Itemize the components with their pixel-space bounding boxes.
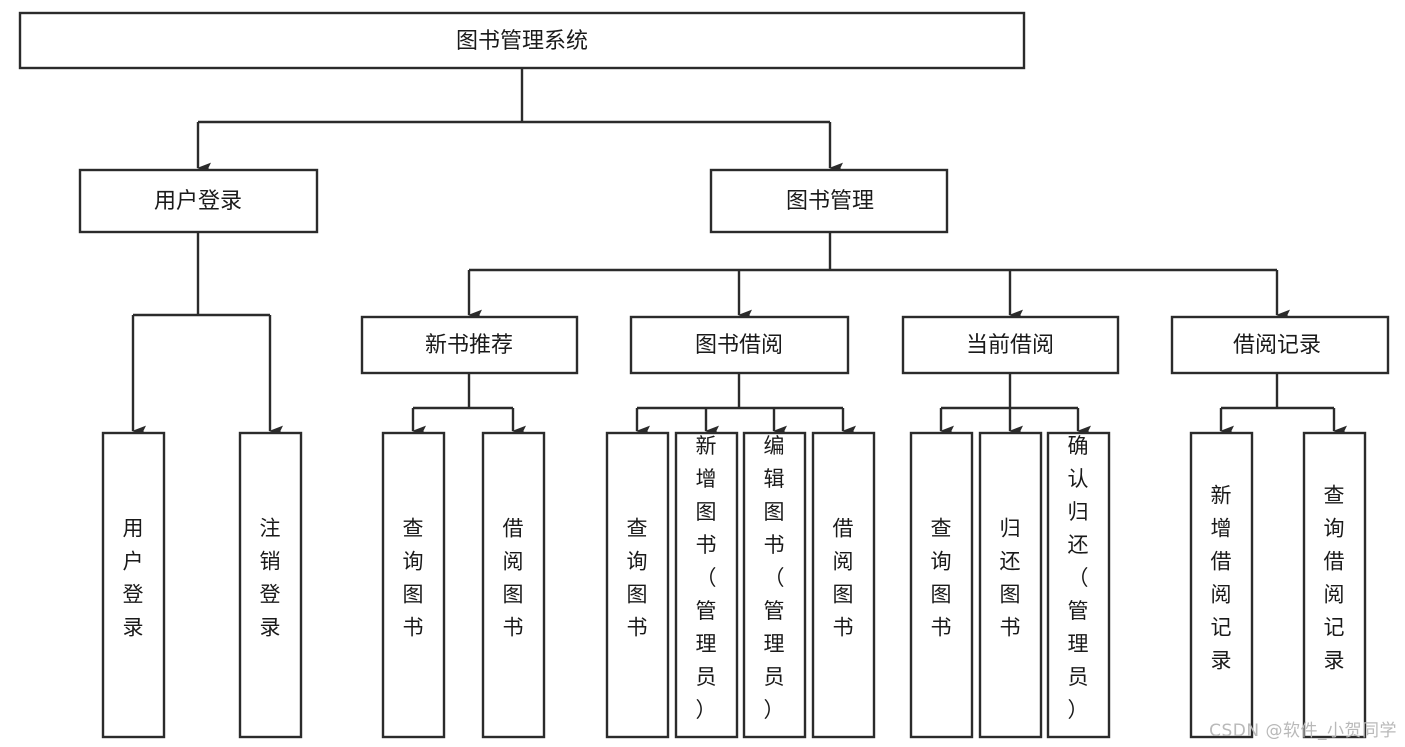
leaf-query-record[interactable]: 查询借阅记录 [1302, 431, 1367, 739]
leaf-logout-label: 注销登录 [260, 517, 281, 640]
node-user-login-label: 用户登录 [154, 189, 242, 214]
node-borrow-record[interactable]: 借阅记录 [1170, 315, 1390, 375]
leaf-user-login[interactable]: 用户登录 [101, 431, 166, 739]
leaf-add-record[interactable]: 新增借阅记录 [1189, 431, 1254, 739]
leaf-user-login-label: 用户登录 [123, 517, 144, 640]
leaf-add-record-box[interactable] [1189, 431, 1254, 739]
leaf-logout-box[interactable] [238, 431, 303, 739]
leaf-add-book[interactable]: 新增图书（管理员） [674, 431, 739, 739]
node-current-borrow-label: 当前借阅 [966, 333, 1054, 358]
leaf-edit-book[interactable]: 编辑图书（管理员） [742, 431, 807, 739]
leaf-query-book-1-box[interactable] [381, 431, 446, 739]
leaf-add-book-box[interactable] [674, 431, 739, 739]
node-new-book-recommend-label: 新书推荐 [425, 333, 513, 358]
leaf-confirm-return-label: 确认归还（管理员） [1068, 434, 1089, 722]
node-user-login-box[interactable] [78, 168, 319, 234]
leaf-return-book-label: 归还图书 [1000, 517, 1021, 640]
leaf-borrow-book-1[interactable]: 借阅图书 [481, 431, 546, 739]
leaf-add-book-label: 新增图书（管理员） [696, 434, 717, 722]
csdn-watermark: CSDN @软件_小贺同学 [1209, 721, 1397, 741]
leaf-confirm-return-box[interactable] [1046, 431, 1111, 739]
leaf-query-book-3[interactable]: 查询图书 [909, 431, 974, 739]
leaf-query-record-label: 查询借阅记录 [1324, 484, 1345, 673]
leaf-query-book-2-box[interactable] [605, 431, 670, 739]
leaf-query-book-1[interactable]: 查询图书 [381, 431, 446, 739]
node-new-book-recommend-box[interactable] [360, 315, 579, 375]
node-borrow-record-box[interactable] [1170, 315, 1390, 375]
leaf-borrow-book-1-label: 借阅图书 [503, 517, 524, 640]
node-borrow-record-label: 借阅记录 [1233, 333, 1321, 358]
leaf-return-book-box[interactable] [978, 431, 1043, 739]
node-new-book-recommend[interactable]: 新书推荐 [360, 315, 579, 375]
leaf-query-book-3-label: 查询图书 [931, 517, 952, 640]
leaf-borrow-book-2[interactable]: 借阅图书 [811, 431, 876, 739]
node-current-borrow[interactable]: 当前借阅 [901, 315, 1120, 375]
node-root-label: 图书管理系统 [456, 29, 588, 54]
connector-lines [131, 68, 1347, 437]
node-book-borrow-box[interactable] [629, 315, 850, 375]
leaf-add-record-label: 新增借阅记录 [1211, 484, 1232, 673]
leaf-query-record-box[interactable] [1302, 431, 1367, 739]
leaf-user-login-box[interactable] [101, 431, 166, 739]
node-book-management-label: 图书管理 [786, 189, 874, 214]
leaf-borrow-book-1-box[interactable] [481, 431, 546, 739]
node-user-login[interactable]: 用户登录 [78, 168, 319, 234]
leaf-query-book-2[interactable]: 查询图书 [605, 431, 670, 739]
node-root[interactable]: 图书管理系统 [18, 11, 1026, 70]
leaf-edit-book-label: 编辑图书（管理员） [764, 434, 785, 722]
node-book-borrow-label: 图书借阅 [695, 333, 783, 358]
leaf-borrow-book-2-label: 借阅图书 [833, 517, 854, 640]
leaf-confirm-return[interactable]: 确认归还（管理员） [1046, 431, 1111, 739]
leaf-logout[interactable]: 注销登录 [238, 431, 303, 739]
node-book-management[interactable]: 图书管理 [709, 168, 949, 234]
node-book-borrow[interactable]: 图书借阅 [629, 315, 850, 375]
leaf-query-book-2-label: 查询图书 [627, 517, 648, 640]
leaf-borrow-book-2-box[interactable] [811, 431, 876, 739]
leaf-query-book-1-label: 查询图书 [403, 517, 424, 640]
node-root-box[interactable] [18, 11, 1026, 70]
leaf-return-book[interactable]: 归还图书 [978, 431, 1043, 739]
node-book-management-box[interactable] [709, 168, 949, 234]
leaf-edit-book-box[interactable] [742, 431, 807, 739]
node-current-borrow-box[interactable] [901, 315, 1120, 375]
leaf-query-book-3-box[interactable] [909, 431, 974, 739]
